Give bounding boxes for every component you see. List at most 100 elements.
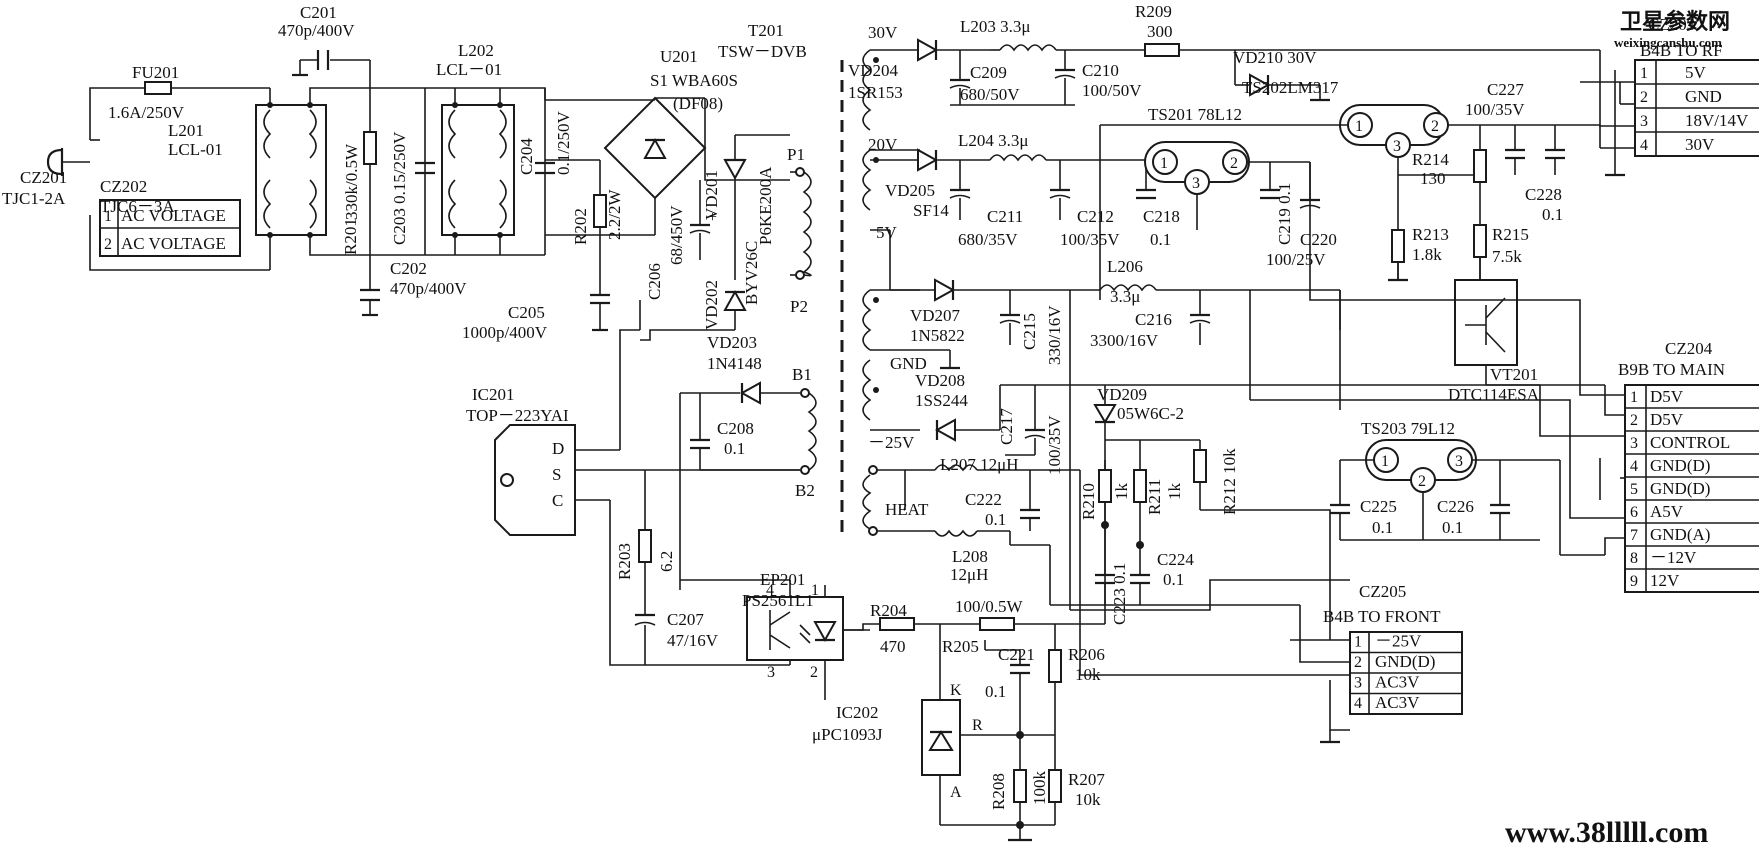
r205-label: R205 [942, 637, 979, 656]
r201-label: R201 [341, 218, 360, 255]
cz204-connector [1624, 384, 1759, 593]
front-pin-number: 2 [1354, 654, 1362, 671]
c224-label: C224 [1157, 550, 1194, 569]
main-pin-number: 5 [1630, 481, 1638, 498]
r205-value: 100/0.5W [955, 597, 1023, 616]
cz202-connector [99, 199, 241, 257]
c202-value: 470p/400V [390, 279, 467, 298]
front-pin-label: GND(D) [1375, 652, 1435, 671]
c207-label: C207 [667, 610, 704, 629]
r202-label: R202 [571, 208, 590, 245]
t201-value: TSW－DVB [718, 42, 807, 61]
c220-label: C220 [1300, 230, 1337, 249]
primary-winding [790, 167, 812, 280]
ic201-pin-c: C [552, 491, 563, 510]
r207-value: 10k [1075, 790, 1101, 809]
l201-label: L201 [168, 121, 204, 140]
vd203-value: 1N4148 [707, 354, 762, 373]
v20-label: 20V [868, 135, 898, 154]
cz202-pin-2: 2 [104, 236, 112, 253]
main-pin-label: D5V [1650, 410, 1684, 429]
c202-capacitor [360, 288, 380, 317]
vd205-label: VD205 [885, 181, 935, 200]
main-pin-number: 6 [1630, 504, 1638, 521]
ts203-pin-1: 1 [1381, 453, 1389, 470]
front-pin-number: 3 [1354, 675, 1362, 692]
ic201-label: IC201 [472, 385, 515, 404]
cz203-name: CZ203 [1648, 15, 1695, 34]
ic201-pin-s: S [552, 465, 561, 484]
b2-label: B2 [795, 481, 815, 500]
vd204-value: 1SR153 [848, 83, 903, 102]
main-pin-label: A5V [1650, 502, 1684, 521]
c204-label: C204 [517, 138, 536, 175]
cz203-connector [1634, 59, 1759, 157]
vt201-label: VT201 [1490, 365, 1538, 384]
c215-label: C215 [1020, 313, 1039, 350]
vd201-label: VD201 [702, 170, 721, 220]
c217-label: C217 [997, 408, 1016, 445]
ts201-pin-3: 3 [1192, 175, 1200, 192]
feedback-divider [984, 640, 1062, 842]
ic202-regulator [921, 699, 1055, 826]
front-pin-label: AC3V [1375, 673, 1420, 692]
main-pin-number: 4 [1630, 458, 1638, 475]
c209-value: 680/50V [960, 85, 1020, 104]
l207-label: L207 12μH [940, 455, 1019, 474]
c211-label: C211 [987, 207, 1023, 226]
l202-label: L202 [458, 41, 494, 60]
vd210-zener [1234, 50, 1330, 102]
c209-label: C209 [970, 63, 1007, 82]
front-pin-number: 4 [1354, 695, 1362, 712]
r208-value: 100k [1030, 771, 1049, 806]
heater-filter [905, 464, 1081, 675]
c206-value: 68/450V [667, 205, 686, 265]
watermark-site: weixingcanshu.com [1614, 35, 1722, 50]
r211-value: 1k [1165, 483, 1184, 501]
heat-label: HEAT [885, 500, 929, 519]
front-pin-number: 1 [1354, 634, 1362, 651]
r211-label: R211 [1145, 479, 1164, 515]
vd209-network [1050, 385, 1300, 606]
cz202-label-1: AC VOLTAGE [121, 206, 226, 225]
c223-label: C223 0.1 [1110, 563, 1129, 625]
r210-value: 1k [1112, 483, 1131, 501]
c216-value: 3300/16V [1090, 331, 1159, 350]
c204-value: 0.1/250V [554, 111, 573, 175]
c216-label: C216 [1135, 310, 1172, 329]
c206-label: C206 [645, 263, 664, 300]
c205-label: C205 [508, 303, 545, 322]
l202-choke [441, 102, 515, 238]
c202-label: C202 [390, 259, 427, 278]
cz203-title: B4B TO RF [1640, 41, 1723, 60]
b1-label: B1 [792, 365, 812, 384]
rf-pin-label: 5V [1685, 63, 1707, 82]
vd202-label: VD202 [702, 280, 721, 330]
c211-value: 680/35V [958, 230, 1018, 249]
c210-value: 100/50V [1082, 81, 1142, 100]
vd201-value: P6KE200A [756, 166, 775, 245]
main-pin-label: －12V [1650, 548, 1697, 567]
c212-label: C212 [1077, 207, 1114, 226]
c201-value: 470p/400V [278, 21, 355, 40]
cz205-title: B4B TO FRONT [1323, 607, 1441, 626]
rf-pin-label: GND [1685, 87, 1722, 106]
fu201-value: 1.6A/250V [108, 103, 185, 122]
r206-label: R206 [1068, 645, 1105, 664]
t201-label: T201 [748, 21, 784, 40]
ep201-pin-2: 2 [810, 664, 818, 681]
main-pin-number: 7 [1630, 527, 1638, 544]
cz201-type: TJC1-2A [2, 189, 66, 208]
r209-label: R209 [1135, 2, 1172, 21]
rf-pin-label: 30V [1685, 135, 1715, 154]
cz205-name: CZ205 [1359, 582, 1406, 601]
c201-label: C201 [300, 3, 337, 22]
c203-capacitor [415, 161, 435, 175]
r202-value: 2.2/2W [605, 189, 624, 240]
l206-value: 3.3μ [1110, 287, 1140, 306]
ts202-pin-2: 2 [1431, 118, 1439, 135]
l203-label: L203 3.3μ [960, 17, 1031, 36]
r204-label: R204 [870, 601, 907, 620]
ts203-regulator [1330, 439, 1605, 556]
